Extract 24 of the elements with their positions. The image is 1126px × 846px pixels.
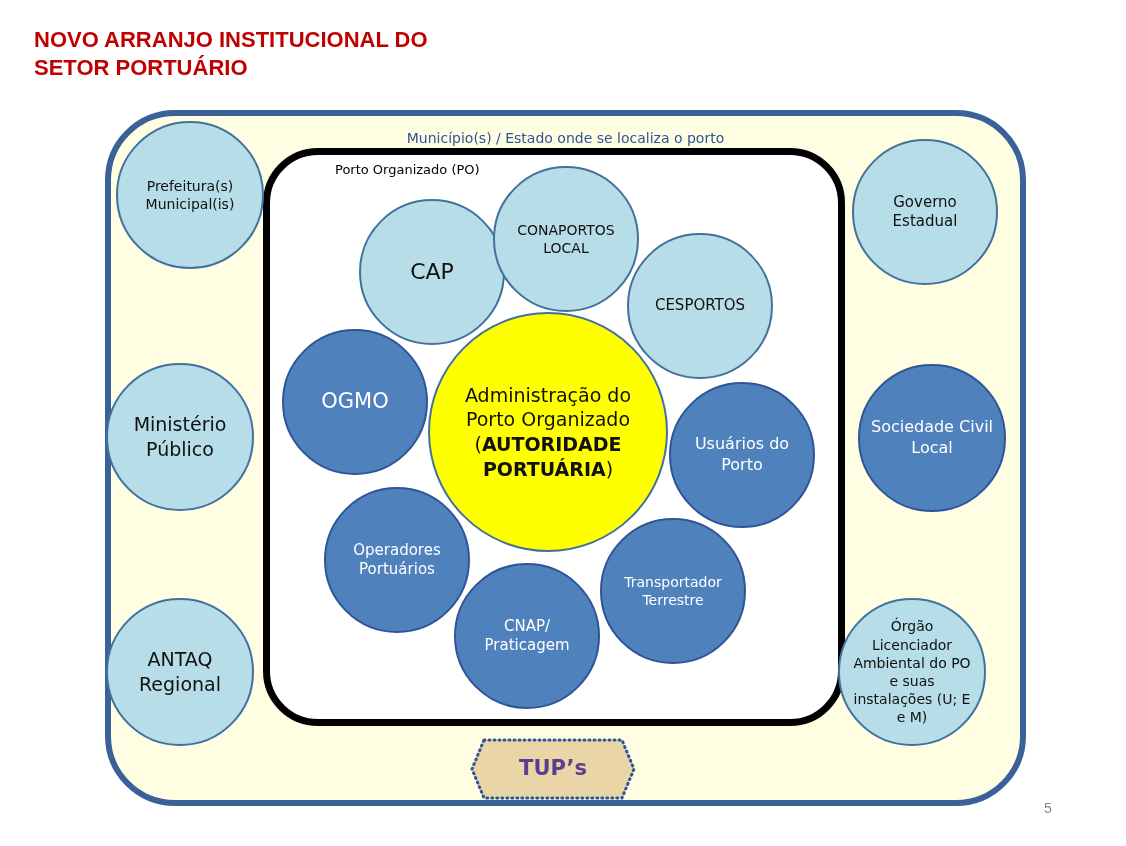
org-label: Ministério Público <box>132 412 228 462</box>
hexagon-badge <box>470 738 636 800</box>
org-label: Prefeitura(s) Municipal(is) <box>144 176 236 214</box>
badge-label: TUP’s <box>518 756 588 780</box>
org-label: Administração do Porto Organizado (AUTORIDADE PORTUÁRIA) <box>463 382 633 482</box>
org-label: Transportador Terrestre <box>623 572 723 610</box>
slide-title: NOVO ARRANJO INSTITUCIONAL DO SETOR PORTUÁRIO <box>34 26 429 82</box>
org-label: OGMO <box>320 388 390 416</box>
org-label: Sociedade Civil Local <box>869 417 995 459</box>
port-frame <box>263 148 845 726</box>
org-label: ANTAQ Regional <box>138 647 222 697</box>
org-label: CNAP/ Praticagem <box>483 616 571 656</box>
org-label: CESPORTOS <box>653 296 747 316</box>
region-frame <box>105 110 1026 806</box>
org-label: Órgão Licenciador Ambiental do PO e suas instalações (U; E e M) <box>852 617 972 727</box>
org-label: Operadores Portuários <box>352 540 442 580</box>
page-number: 5 <box>1044 800 1052 816</box>
org-label: CONAPORTOS LOCAL <box>516 220 616 258</box>
org-label: Usuários do Porto <box>693 434 791 476</box>
region-label: Município(s) / Estado onde se localiza o porto <box>405 130 726 146</box>
frame-label: Porto Organizado (PO) <box>335 162 480 177</box>
org-label: Governo Estadual <box>891 192 959 232</box>
org-circle <box>116 121 264 269</box>
org-label: CAP <box>409 257 455 286</box>
